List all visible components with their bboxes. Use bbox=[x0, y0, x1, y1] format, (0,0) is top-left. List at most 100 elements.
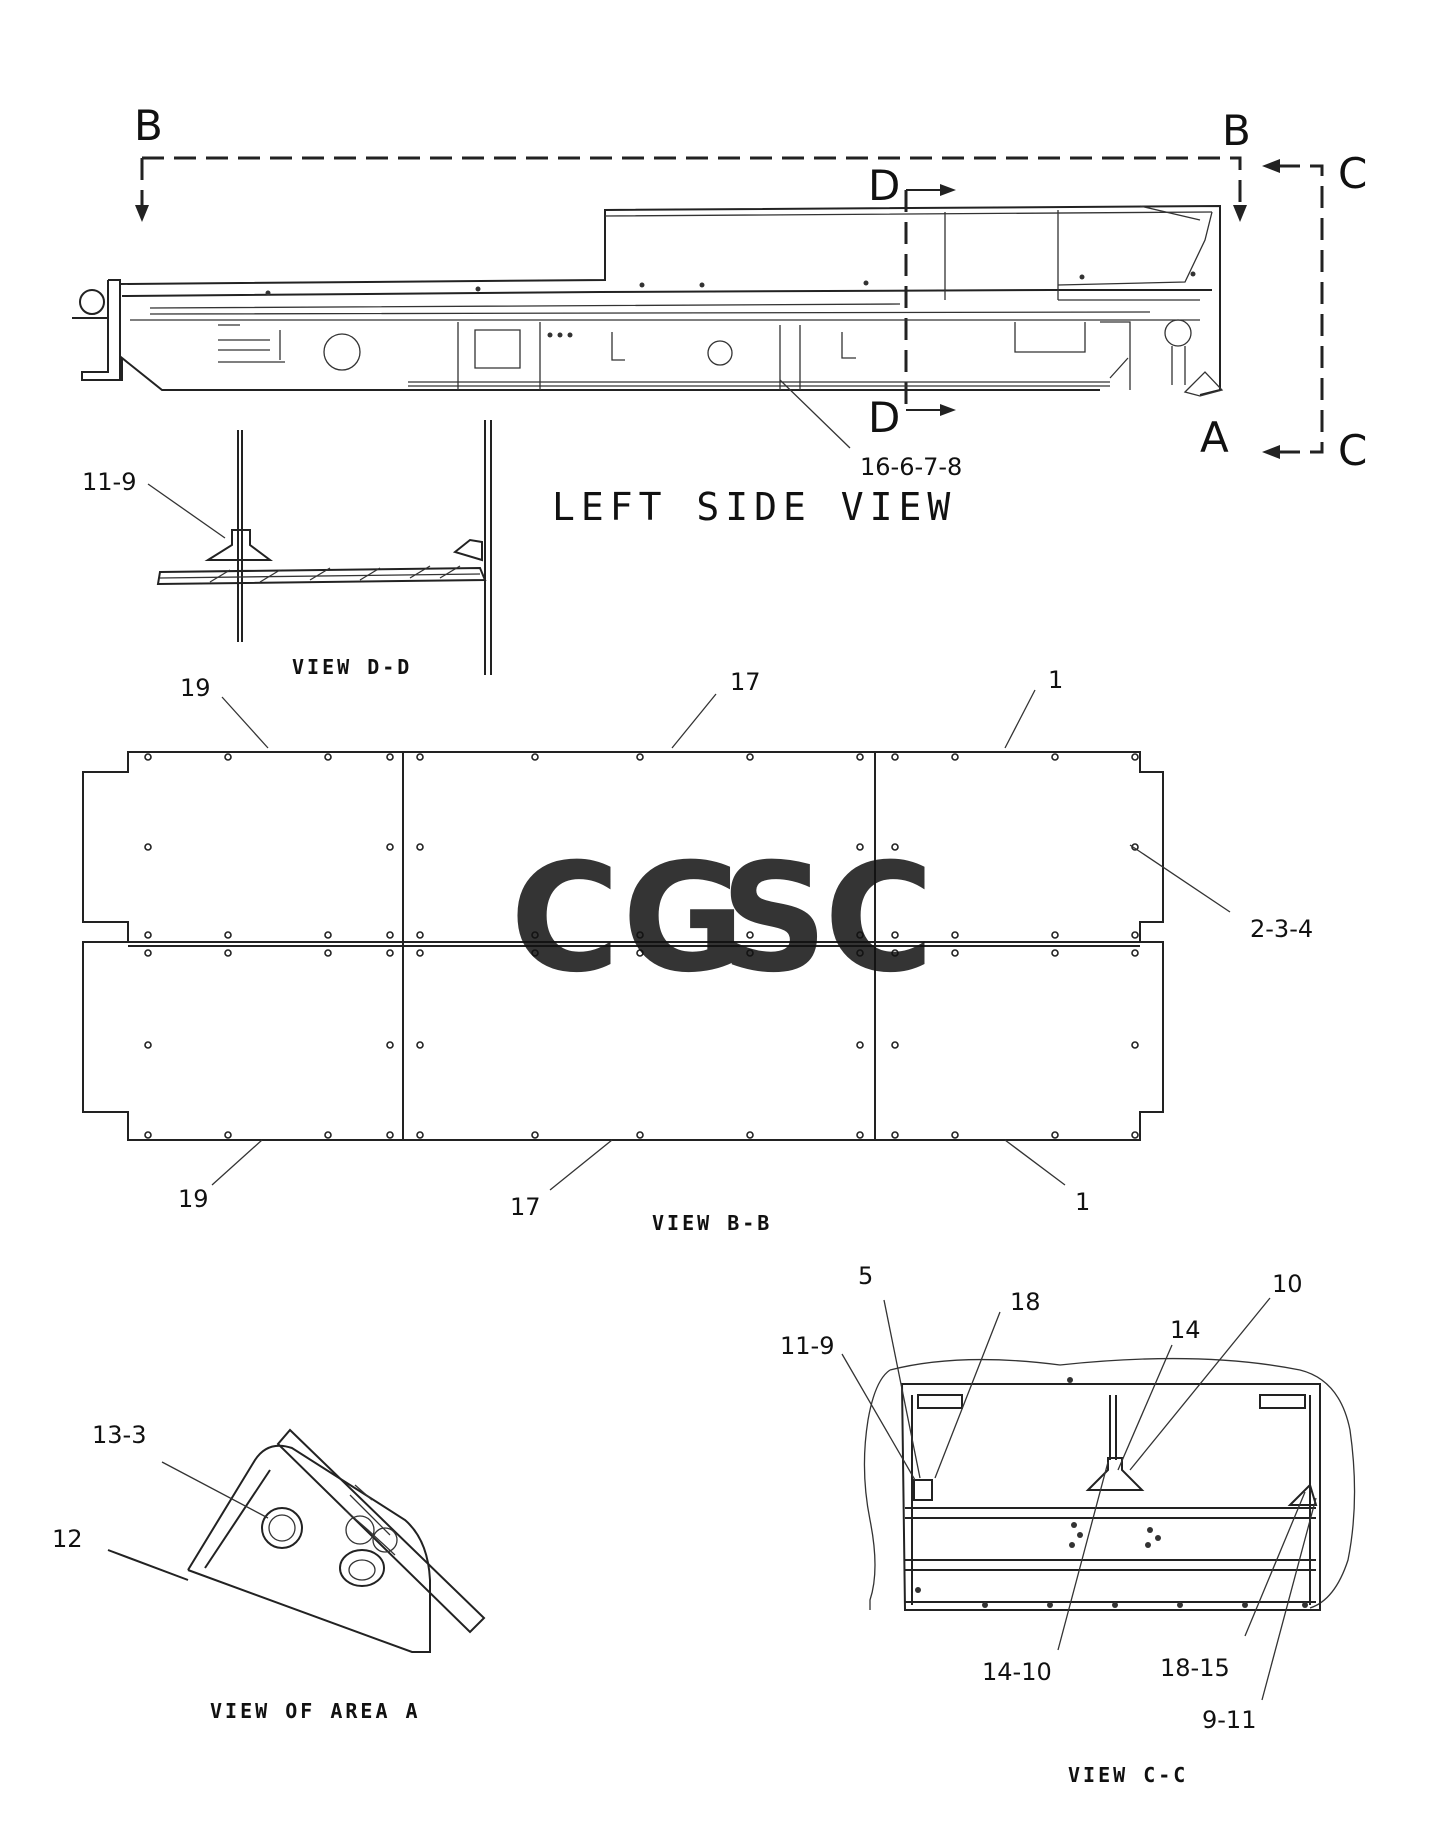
watermark-letter-c1: C bbox=[510, 832, 620, 1006]
bolt-hole bbox=[324, 949, 332, 957]
callout-10: 10 bbox=[1272, 1270, 1303, 1298]
arrow-d-top bbox=[940, 184, 956, 196]
callout-14: 14 bbox=[1170, 1316, 1201, 1344]
bolt-hole bbox=[531, 1131, 539, 1139]
view-dd: 11-9 VIEW D-D bbox=[82, 420, 492, 679]
bb-bolt-holes bbox=[144, 753, 1139, 1139]
section-letter-b-left: B bbox=[134, 101, 163, 150]
section-letter-d-top: D bbox=[868, 161, 900, 210]
section-letter-c-top: C bbox=[1338, 149, 1367, 198]
bolt-hole bbox=[416, 843, 424, 851]
bolt-hole bbox=[324, 1131, 332, 1139]
bolt-hole bbox=[386, 753, 394, 761]
bolt-hole bbox=[856, 949, 864, 957]
bolt-hole bbox=[1131, 949, 1139, 957]
view-bb: 19 17 1 2-3-4 19 17 1 VIEW B-B bbox=[82, 666, 1313, 1235]
callout-9-11: 9-11 bbox=[1202, 1706, 1256, 1734]
bolt-hole bbox=[1131, 931, 1139, 939]
bolt-hole bbox=[746, 931, 754, 939]
bolt-hole bbox=[951, 753, 959, 761]
bolt-hole bbox=[144, 949, 152, 957]
bolt-hole bbox=[1131, 1041, 1139, 1049]
bolt-hole bbox=[531, 931, 539, 939]
section-line-c bbox=[1278, 164, 1324, 454]
bolt-hole bbox=[224, 1131, 232, 1139]
watermark-letter-c2: C bbox=[824, 832, 934, 1006]
bolt-hole bbox=[416, 931, 424, 939]
bolt-hole bbox=[224, 949, 232, 957]
callout-17-top: 17 bbox=[730, 668, 761, 696]
arrow-b-right bbox=[1233, 205, 1247, 222]
bolt-hole bbox=[1051, 1131, 1059, 1139]
callout-13-3: 13-3 bbox=[92, 1421, 146, 1449]
bolt-hole bbox=[891, 843, 899, 851]
callout-19-bottom: 19 bbox=[178, 1185, 209, 1213]
watermark-letter-g: G bbox=[622, 832, 745, 1006]
bolt-hole bbox=[891, 931, 899, 939]
bolt-hole bbox=[1051, 931, 1059, 939]
bolt-hole bbox=[636, 931, 644, 939]
bolt-hole bbox=[636, 949, 644, 957]
bolt-hole bbox=[386, 843, 394, 851]
callout-1-top: 1 bbox=[1048, 666, 1063, 694]
callout-5: 5 bbox=[858, 1262, 873, 1290]
bolt-hole bbox=[891, 1131, 899, 1139]
bolt-hole bbox=[891, 753, 899, 761]
bolt-hole bbox=[636, 1131, 644, 1139]
callout-18: 18 bbox=[1010, 1288, 1041, 1316]
bolt-hole bbox=[746, 753, 754, 761]
left-side-view: B B C C D D bbox=[72, 101, 1367, 529]
bolt-hole bbox=[856, 843, 864, 851]
section-letter-a: A bbox=[1200, 413, 1229, 462]
bolt-hole bbox=[951, 1131, 959, 1139]
bolt-hole bbox=[144, 931, 152, 939]
arrow-d-bottom bbox=[940, 404, 956, 416]
bolt-hole bbox=[856, 1131, 864, 1139]
bolt-hole bbox=[416, 1131, 424, 1139]
bolt-hole bbox=[386, 949, 394, 957]
bolt-hole bbox=[746, 949, 754, 957]
section-line-b bbox=[142, 156, 1242, 205]
callout-14-10: 14-10 bbox=[982, 1658, 1052, 1686]
bolt-hole bbox=[416, 753, 424, 761]
bolt-hole bbox=[531, 753, 539, 761]
callout-11-9-dd: 11-9 bbox=[82, 468, 136, 496]
bolt-hole bbox=[386, 1041, 394, 1049]
view-area-a-title: VIEW OF AREA A bbox=[210, 1699, 421, 1723]
callout-17-bottom: 17 bbox=[510, 1193, 541, 1221]
callout-19-top: 19 bbox=[180, 674, 211, 702]
view-bb-title: VIEW B-B bbox=[652, 1211, 772, 1235]
callout-18-15: 18-15 bbox=[1160, 1654, 1230, 1682]
view-of-area-a: 13-3 12 VIEW OF AREA A bbox=[52, 1421, 486, 1723]
bolt-hole bbox=[224, 931, 232, 939]
bolt-hole bbox=[144, 843, 152, 851]
callout-2-3-4: 2-3-4 bbox=[1250, 915, 1313, 943]
cgsc-watermark-logo: C G S C bbox=[510, 832, 934, 1006]
bolt-hole bbox=[324, 931, 332, 939]
bolt-hole bbox=[746, 1131, 754, 1139]
view-cc-title: VIEW C-C bbox=[1068, 1763, 1188, 1787]
section-letter-c-bottom: C bbox=[1338, 426, 1367, 475]
left-side-view-title: LEFT SIDE VIEW bbox=[552, 485, 956, 529]
bolt-hole bbox=[891, 949, 899, 957]
callout-11-9-cc: 11-9 bbox=[780, 1332, 834, 1360]
view-dd-title: VIEW D-D bbox=[292, 655, 412, 679]
bolt-hole bbox=[144, 753, 152, 761]
bolt-hole bbox=[416, 949, 424, 957]
bolt-hole bbox=[891, 1041, 899, 1049]
bolt-hole bbox=[1131, 1131, 1139, 1139]
bolt-hole bbox=[416, 1041, 424, 1049]
bolt-hole bbox=[856, 753, 864, 761]
bolt-hole bbox=[1051, 949, 1059, 957]
bolt-hole bbox=[386, 931, 394, 939]
bolt-hole bbox=[144, 1131, 152, 1139]
bolt-hole bbox=[144, 1041, 152, 1049]
bolt-hole bbox=[951, 949, 959, 957]
bolt-hole bbox=[324, 753, 332, 761]
bolt-hole bbox=[531, 949, 539, 957]
bolt-hole bbox=[1131, 753, 1139, 761]
section-letter-b-right: B bbox=[1222, 106, 1251, 155]
bolt-hole bbox=[856, 1041, 864, 1049]
arrow-b-left bbox=[135, 205, 149, 222]
